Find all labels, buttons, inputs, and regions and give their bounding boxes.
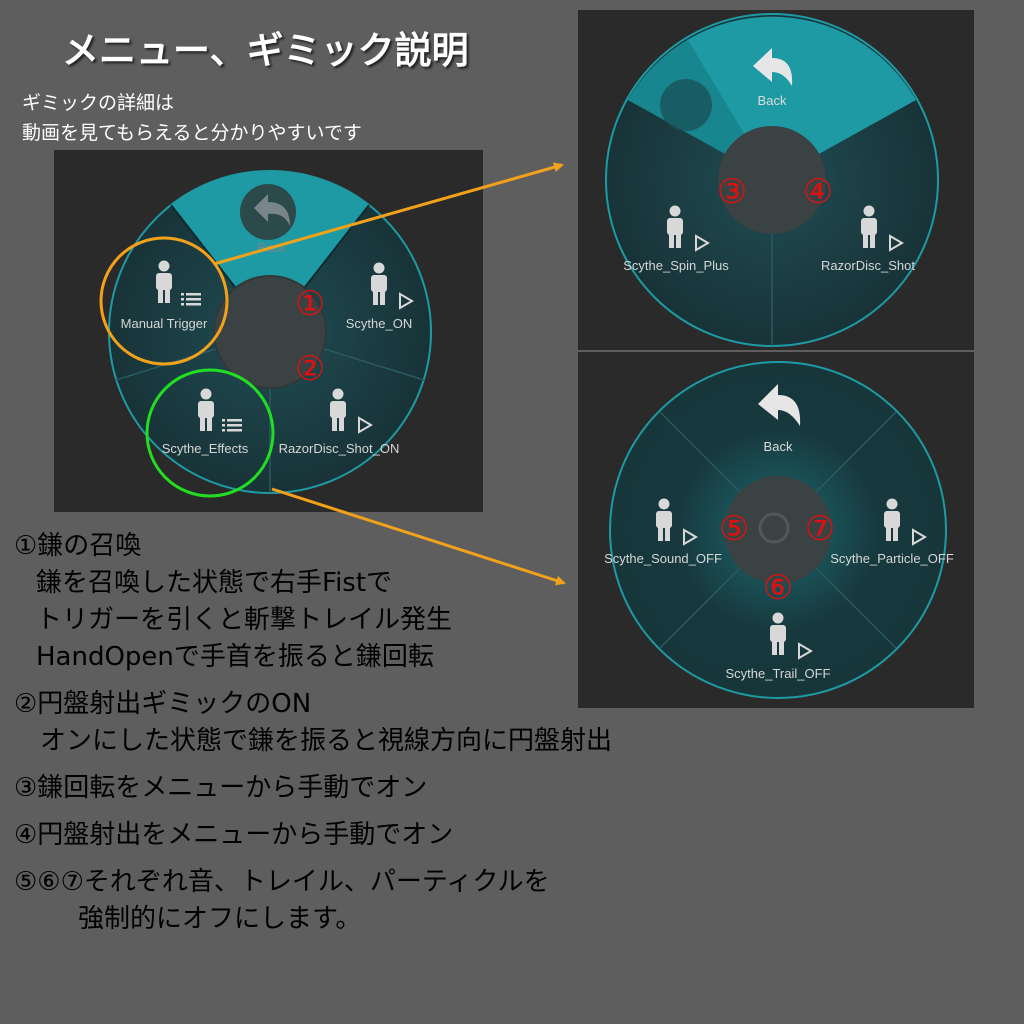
person-icon: [371, 262, 387, 305]
effects-submenu-panel: Back Scythe_Sound_OFF Scythe_Particle_OF…: [578, 352, 974, 708]
arrow-to-effects-submenu: [271, 487, 566, 586]
person-icon: [667, 205, 683, 248]
marker-2: ②: [294, 349, 326, 389]
arrow-to-manual-submenu: [213, 162, 564, 266]
manual-submenu-panel: Back Scythe_Spin_Plus RazorDisc_Shot ③ ④: [578, 10, 974, 350]
play-icon: [912, 528, 927, 546]
person-icon: [198, 388, 214, 431]
desc-line: トリガーを引くと斬撃トレイル発生: [36, 605, 453, 635]
desc-line: HandOpenで手首を振ると鎌回転: [36, 642, 434, 672]
back-arrow-icon: [753, 48, 793, 86]
desc-line: ①鎌の召喚: [14, 531, 142, 561]
menu-item-label: Manual Trigger: [120, 316, 208, 331]
marker-3: ③: [716, 172, 748, 212]
marker-4: ④: [802, 172, 834, 212]
desc-line: ②円盤射出ギミックのON: [14, 689, 312, 719]
marker-6: ⑥: [762, 568, 794, 608]
highlight-manual-trigger: [99, 236, 229, 366]
menu-item-label: Scythe_Trail_OFF: [725, 666, 831, 681]
intro-line-1: ギミックの詳細は: [22, 92, 175, 114]
intro-line-2: 動画を見てもらえると分かりやすいです: [22, 122, 362, 144]
menu-item-label: RazorDisc_Shot_ON: [278, 441, 400, 456]
person-icon: [656, 498, 672, 541]
desc-line: ④円盤射出をメニューから手動でオン: [14, 820, 454, 850]
menu-item-label: Scythe_Particle_OFF: [830, 551, 954, 566]
back-arrow-icon: [758, 384, 801, 426]
menu-item-label: Scythe_Effects: [161, 441, 249, 456]
desc-line: 鎌を召喚した状態で右手Fistで: [36, 568, 393, 598]
menu-item-label: Scythe_Sound_OFF: [604, 551, 722, 566]
desc-line: 強制的にオフにします。: [78, 904, 362, 934]
description-list: ①鎌の召喚 鎌を召喚した状態で右手Fistで トリガーを引くと斬撃トレイル発生 …: [14, 528, 612, 938]
list-icon: [222, 419, 242, 432]
play-icon: [695, 234, 710, 252]
effects-back-label[interactable]: Back: [763, 439, 793, 454]
list-icon: [181, 293, 201, 306]
menu-item-label: RazorDisc_Shot: [821, 258, 915, 273]
play-icon: [399, 292, 414, 310]
person-icon: [156, 260, 172, 303]
person-icon: [770, 612, 786, 655]
manual-radial-menu: [605, 13, 939, 347]
person-icon: [884, 498, 900, 541]
desc-line: ⑤⑥⑦それぞれ音、トレイル、パーティクルを: [14, 867, 550, 897]
person-icon: [330, 388, 346, 431]
play-icon: [889, 234, 904, 252]
play-icon: [358, 416, 373, 434]
effects-radial-menu: [609, 361, 947, 699]
play-icon: [683, 528, 698, 546]
desc-line: オンにした状態で鎌を振ると視線方向に円盤射出: [40, 726, 613, 756]
manual-back-label[interactable]: Back: [757, 93, 787, 108]
intro-text: ギミックの詳細は 動画を見てもらえると分かりやすいです: [22, 88, 362, 148]
highlight-scythe-effects: [145, 368, 275, 498]
menu-item-label: Scythe_ON: [345, 316, 413, 331]
play-icon: [798, 642, 813, 660]
back-arrow-icon: [254, 194, 290, 226]
person-icon: [861, 205, 877, 248]
menu-item-label: Scythe_Spin_Plus: [623, 258, 729, 273]
page-title: メニュー、ギミック説明: [62, 29, 469, 72]
marker-7: ⑦: [804, 509, 836, 549]
marker-1: ①: [294, 284, 326, 324]
marker-5: ⑤: [718, 509, 750, 549]
desc-line: ③鎌回転をメニューから手動でオン: [14, 773, 428, 803]
back-sector: [171, 170, 369, 332]
